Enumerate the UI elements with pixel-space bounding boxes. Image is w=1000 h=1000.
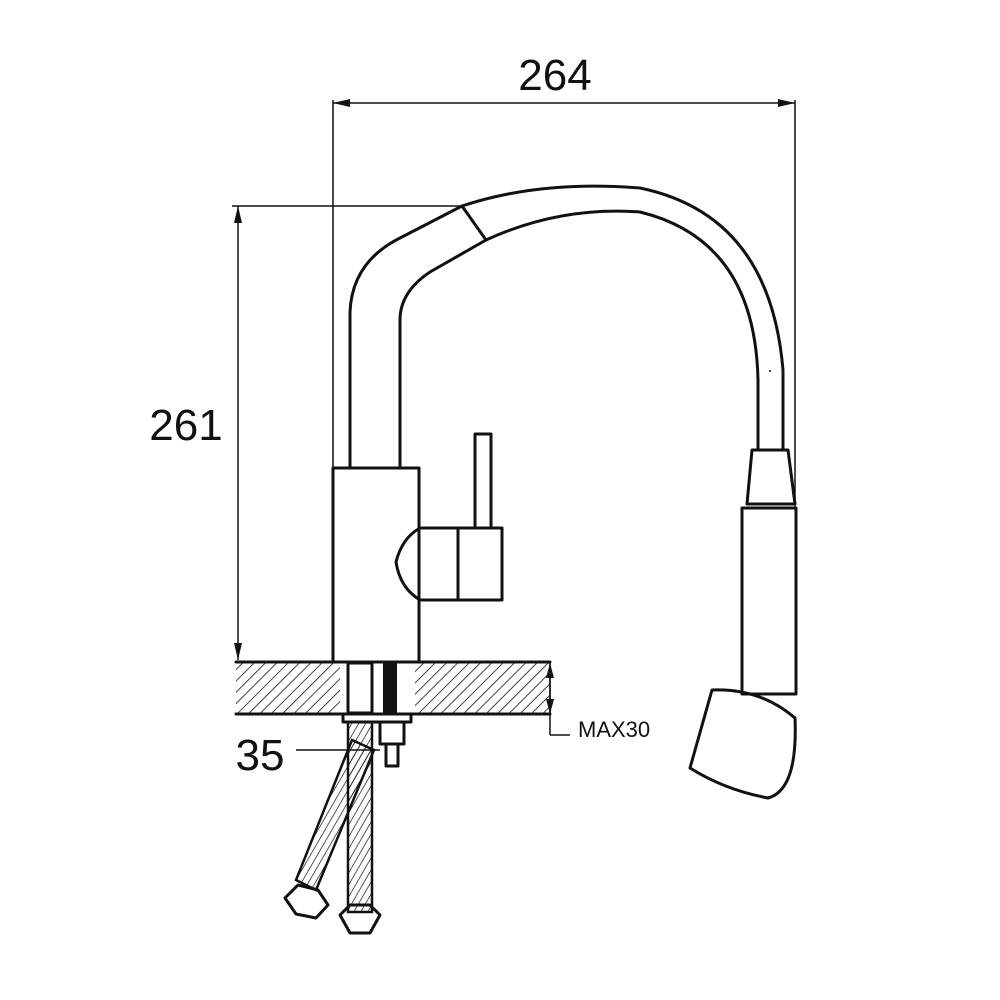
width-dimension: 264 xyxy=(332,51,796,510)
height-label: 261 xyxy=(149,401,222,450)
deck-dimension: MAX30 xyxy=(546,663,650,742)
spout-arc xyxy=(460,184,785,452)
mounting-assembly xyxy=(283,661,413,935)
hose-label: 35 xyxy=(236,731,285,780)
deck-label: MAX30 xyxy=(578,717,650,742)
pullout-sprayer xyxy=(688,448,798,800)
width-label: 264 xyxy=(518,51,591,100)
faucet-body xyxy=(331,204,504,664)
hose-dimension: 35 xyxy=(236,731,380,780)
height-dimension: 261 xyxy=(149,205,462,660)
